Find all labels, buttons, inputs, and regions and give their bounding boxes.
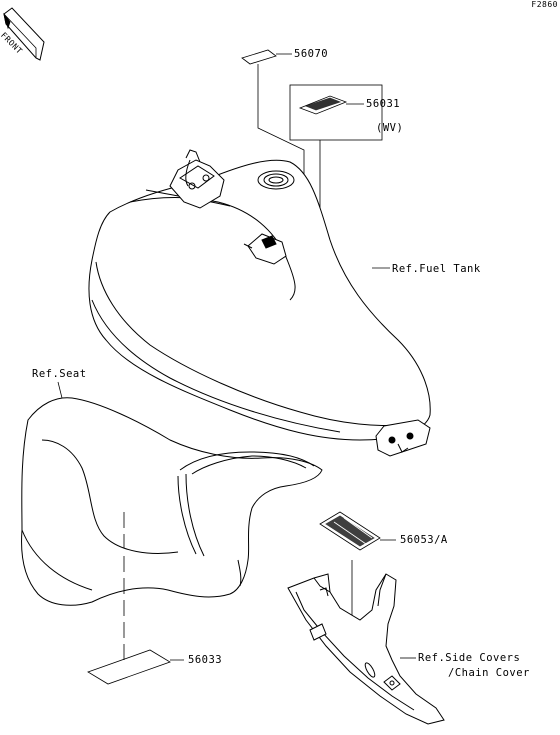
leader-seat bbox=[57, 381, 63, 399]
figure-code: F2860 bbox=[531, 0, 558, 9]
decal-56033 bbox=[87, 649, 171, 685]
part-label-56031: 56031 bbox=[366, 98, 401, 110]
ref-label-chain-cover: /Chain Cover bbox=[448, 667, 530, 679]
seat bbox=[21, 397, 323, 606]
part-note-56031: (WV) bbox=[376, 122, 404, 134]
decal-56053 bbox=[319, 511, 381, 551]
ref-label-side-covers: Ref.Side Covers bbox=[418, 652, 521, 664]
leader-56053 bbox=[351, 539, 396, 620]
part-label-56053: 56053/A bbox=[400, 534, 448, 546]
callout-box-56031 bbox=[289, 84, 383, 141]
leader-56033 bbox=[123, 512, 184, 661]
fuel-tank bbox=[88, 149, 431, 457]
ref-label-seat: Ref.Seat bbox=[32, 368, 87, 380]
front-arrow-icon bbox=[3, 7, 45, 61]
side-cover bbox=[287, 573, 445, 725]
decal-56070 bbox=[241, 49, 277, 65]
part-label-56070: 56070 bbox=[294, 48, 329, 60]
part-label-56033: 56033 bbox=[188, 654, 223, 666]
ref-label-fuel-tank: Ref.Fuel Tank bbox=[392, 263, 481, 275]
decal-56031 bbox=[298, 95, 348, 115]
